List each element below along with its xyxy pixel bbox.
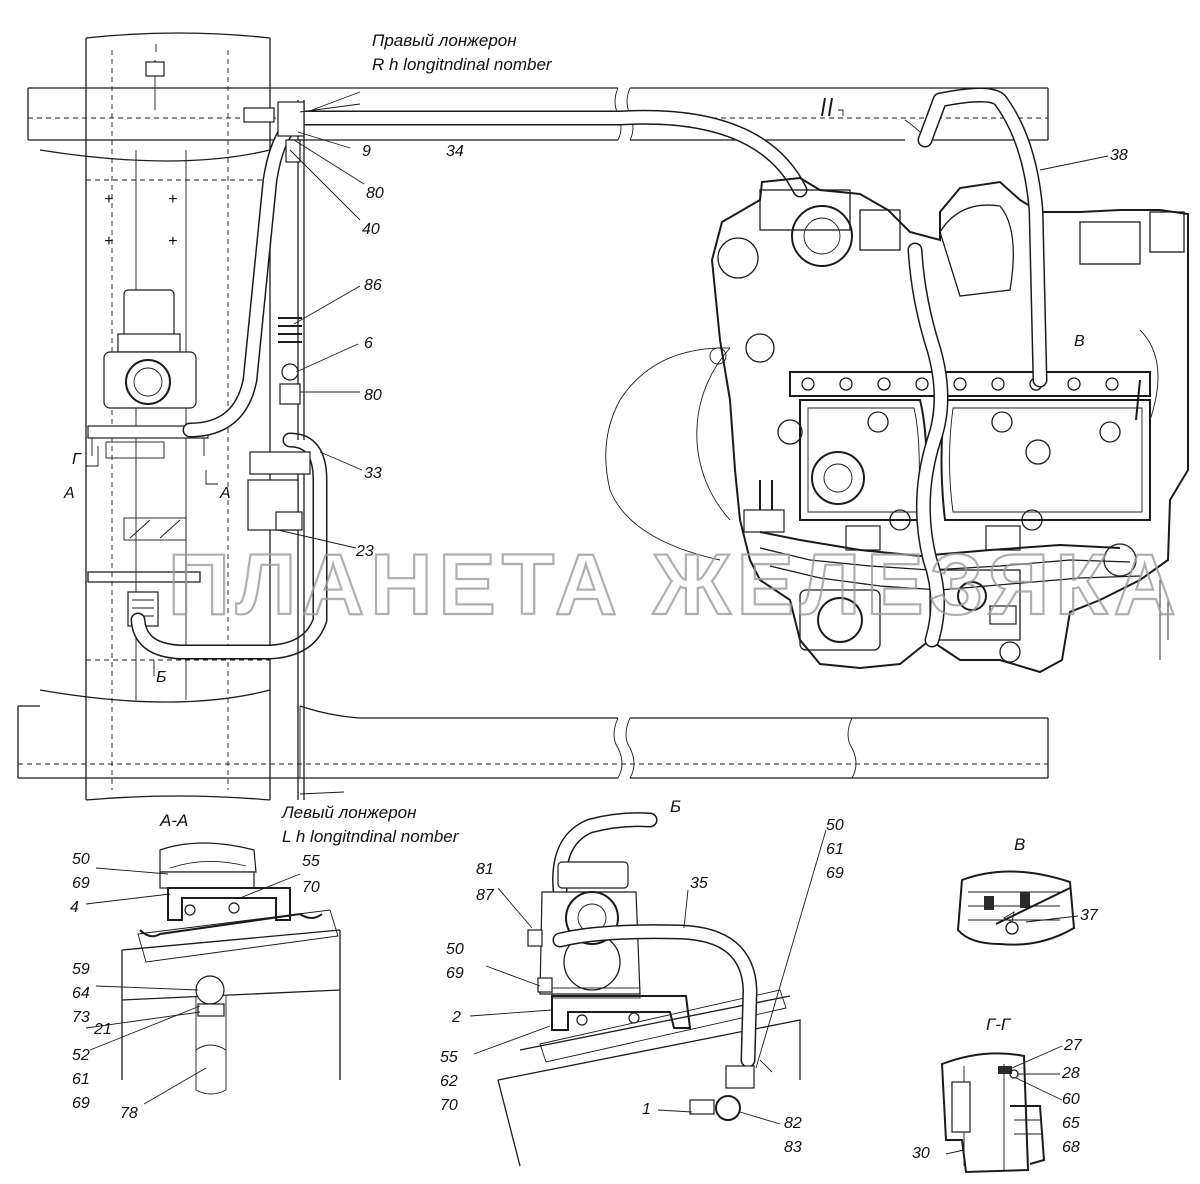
section-mark-a-right: А: [219, 485, 231, 502]
b-callout-55: 55: [440, 1049, 458, 1066]
callout-6: 6: [364, 335, 373, 352]
aa-callout-50: 50: [72, 851, 90, 868]
aa-callout-4: 4: [70, 899, 79, 916]
left-longitudinal-member: [17, 705, 1049, 779]
callout-9: 9: [362, 143, 371, 160]
callout-80-second: 80: [364, 387, 382, 404]
aa-callout-61: 61: [72, 1071, 90, 1088]
aa-callout-21: 21: [93, 1021, 112, 1038]
b-callout-50-second: 50: [826, 817, 844, 834]
b-callout-35: 35: [690, 875, 708, 892]
section-gg: Г-Г 27 28 60 65 68 30: [912, 1015, 1083, 1174]
view-v-title: В: [1014, 835, 1025, 854]
section-mark-v: В: [1074, 333, 1085, 350]
callout-38: 38: [1110, 147, 1128, 164]
aa-callout-73: 73: [72, 1009, 90, 1026]
aa-callout-55: 55: [302, 853, 320, 870]
section-b-title: Б: [670, 797, 681, 816]
svg-text:+: +: [104, 233, 113, 250]
section-aa: А-А 50 69 4 55 70 59 64 73 21 52 61: [70, 811, 341, 1122]
svg-text:+: +: [168, 191, 177, 208]
callout-40: 40: [362, 221, 380, 238]
b-callout-2: 2: [451, 1009, 461, 1026]
view-v: В 37: [956, 835, 1099, 946]
aa-callout-69: 69: [72, 875, 90, 892]
b-callout-1: 1: [642, 1101, 651, 1118]
b-callout-81: 81: [476, 861, 494, 878]
gg-callout-60: 60: [1062, 1091, 1080, 1108]
svg-text:+: +: [168, 233, 177, 250]
aa-callout-59: 59: [72, 961, 90, 978]
watermark-text: ПЛАНЕТА ЖЕЛЕЗЯКА: [168, 537, 1182, 633]
b-callout-87: 87: [476, 887, 495, 904]
right-longitudinal-member: [27, 87, 1049, 141]
gg-callout-27: 27: [1063, 1037, 1083, 1054]
engine-block: В: [605, 87, 1189, 674]
right-member-label-en: R h longitndinal nomber: [372, 55, 553, 74]
gg-callout-28: 28: [1061, 1065, 1080, 1082]
left-member-label-en: L h longitndinal nomber: [282, 827, 460, 846]
right-member-label-ru: Правый лонжерон: [372, 31, 517, 50]
section-mark-a-left: А: [63, 485, 75, 502]
b-callout-69: 69: [446, 965, 464, 982]
b-callout-62: 62: [440, 1073, 458, 1090]
section-b: Б 81 87: [440, 797, 844, 1167]
svg-text:+: +: [104, 191, 113, 208]
leader-lines-main: [86, 91, 1109, 795]
callout-33: 33: [364, 465, 382, 482]
b-callout-50: 50: [446, 941, 464, 958]
fuel-lines-left: [130, 100, 808, 800]
aa-callout-78: 78: [120, 1105, 138, 1122]
section-mark-g: Г: [72, 451, 82, 468]
gg-callout-30: 30: [912, 1145, 930, 1162]
section-gg-title: Г-Г: [986, 1015, 1012, 1034]
section-aa-title: А-А: [159, 811, 188, 830]
b-callout-61: 61: [826, 841, 844, 858]
b-callout-70: 70: [440, 1097, 458, 1114]
left-member-label-ru: Левый лонжерон: [281, 803, 417, 822]
callout-86: 86: [364, 277, 382, 294]
gg-callout-65: 65: [1062, 1115, 1080, 1132]
b-callout-82: 82: [784, 1115, 802, 1132]
gg-callout-68: 68: [1062, 1139, 1080, 1156]
aa-callout-70: 70: [302, 879, 320, 896]
b-callout-83: 83: [784, 1139, 802, 1156]
callout-80: 80: [366, 185, 384, 202]
section-mark-b: Б: [156, 669, 166, 686]
aa-callout-69-second: 69: [72, 1095, 90, 1112]
b-callout-69-second: 69: [826, 865, 844, 882]
aa-callout-64: 64: [72, 985, 90, 1002]
aa-callout-52: 52: [72, 1047, 90, 1064]
main-view-labels: Правый лонжерон R h longitndinal nomber …: [63, 31, 1128, 846]
v-callout-37: 37: [1080, 907, 1099, 924]
callout-34: 34: [446, 143, 464, 160]
callout-23: 23: [355, 543, 374, 560]
